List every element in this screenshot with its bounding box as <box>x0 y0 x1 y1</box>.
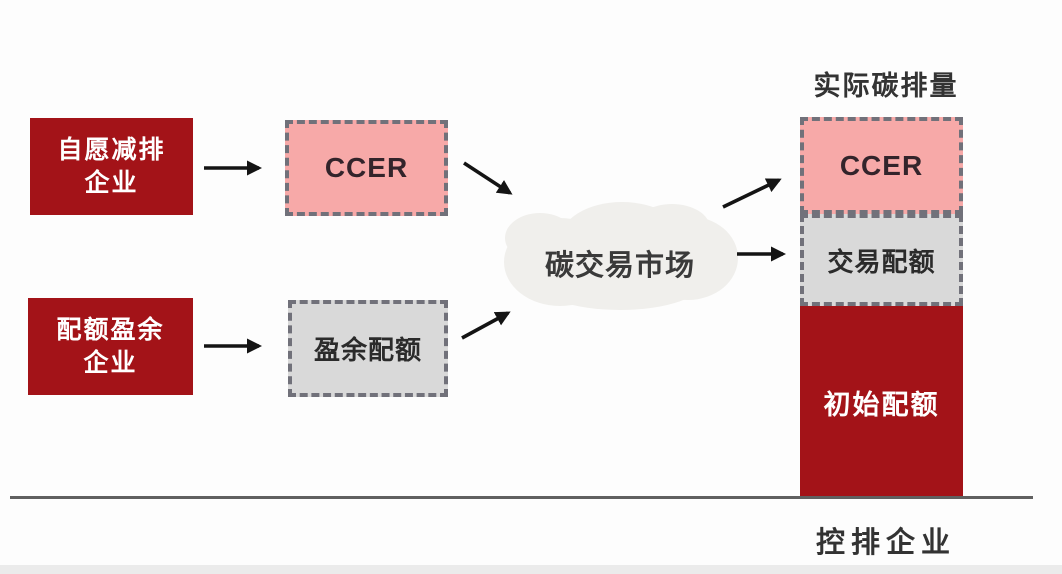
bar-initial-quota-segment: 初始配额 <box>800 306 963 498</box>
baseline <box>10 496 1033 499</box>
bar-traded-quota-label: 交易配额 <box>827 246 936 277</box>
quota-surplus-company-label-line2: 企业 <box>83 348 138 377</box>
carbon-market-cloud-label: 碳交易市场 <box>544 250 695 282</box>
bar-initial-quota-label: 初始配额 <box>823 389 940 420</box>
bar-ccer-segment: CCER <box>800 117 963 214</box>
quota-surplus-company-label-line1: 配额盈余 <box>56 315 165 344</box>
bar-traded-quota-segment: 交易配额 <box>800 214 963 306</box>
arrow-quota-to-market <box>461 311 511 340</box>
surplus-quota-label: 盈余配额 <box>313 335 422 365</box>
ccer-source-box: CCER <box>285 120 448 216</box>
bar-ccer-label: CCER <box>839 149 924 181</box>
quota-surplus-company-box: 配额盈余 企业 <box>28 298 193 395</box>
carbon-market-cloud-shape <box>504 202 738 310</box>
controlled-enterprises-label: 控排企业 <box>815 527 956 559</box>
actual-emissions-title: 实际碳排量 <box>813 71 959 101</box>
arrow-market-to-bar-ccer <box>722 178 782 209</box>
ccer-source-label: CCER <box>324 152 409 183</box>
arrow-ccer-to-market <box>463 161 513 195</box>
bottom-edge-strip <box>0 565 1062 574</box>
voluntary-reduction-company-label-line2: 企业 <box>84 168 139 197</box>
surplus-quota-box: 盈余配额 <box>288 300 448 397</box>
voluntary-reduction-company-label-line1: 自愿减排 <box>57 135 166 164</box>
voluntary-reduction-company-box: 自愿减排 企业 <box>30 118 193 215</box>
